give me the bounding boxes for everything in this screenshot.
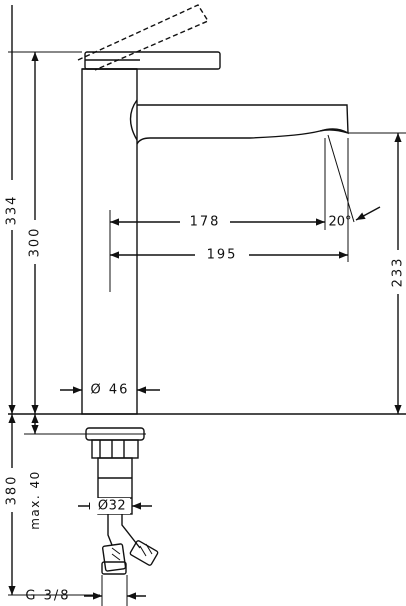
fitting-left-nut xyxy=(101,561,127,575)
label-reach-aerator: 178 xyxy=(190,215,221,230)
label-shank-diameter: Ø32 xyxy=(98,499,126,514)
fitting-right xyxy=(129,540,159,566)
label-spray-angle: 20° xyxy=(328,215,351,230)
label-connection-thread: G 3/8 xyxy=(25,589,70,604)
label-max-deck: max. 40 xyxy=(28,470,42,530)
spray-line xyxy=(327,134,355,223)
spout-curve xyxy=(129,99,138,141)
aerator xyxy=(319,129,349,134)
label-body-height: 300 xyxy=(28,227,43,258)
lever-raised-dashed xyxy=(77,4,210,71)
dim-line-angle xyxy=(355,206,381,221)
label-total-height: 334 xyxy=(5,195,20,226)
label-total-reach: 195 xyxy=(207,248,238,263)
hose-right xyxy=(121,514,141,549)
label-below-deck: 380 xyxy=(5,475,20,506)
spout xyxy=(136,104,349,145)
label-spout-height: 233 xyxy=(391,257,406,288)
base-nut xyxy=(91,439,139,459)
label-body-diameter: Ø 46 xyxy=(91,383,130,398)
fitting-left xyxy=(101,543,127,572)
hose-left xyxy=(107,514,113,546)
